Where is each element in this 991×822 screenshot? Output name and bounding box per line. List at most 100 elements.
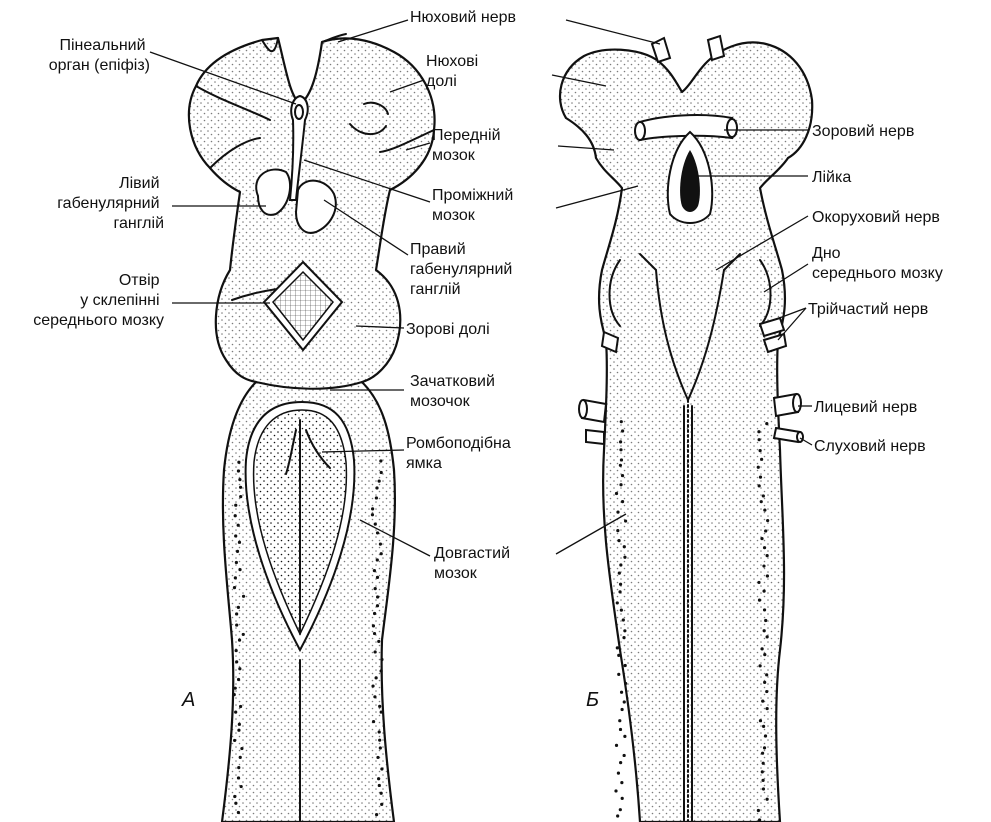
stipple-dot xyxy=(376,531,379,534)
label-optic-lobes: Зорові долі xyxy=(406,321,490,338)
stipple-dot xyxy=(615,744,618,747)
stipple-dot xyxy=(764,529,767,532)
brain-dorsal-view xyxy=(180,30,440,822)
stipple-dot xyxy=(375,676,378,679)
stipple-dot xyxy=(758,484,761,487)
stipple-dot xyxy=(619,483,622,486)
stipple-dot xyxy=(380,767,383,770)
stipple-dot xyxy=(623,700,626,703)
label-infundibulum: Лійка xyxy=(812,169,851,186)
stipple-dot xyxy=(621,797,624,800)
stipple-dot xyxy=(760,458,763,461)
stipple-dot xyxy=(377,777,380,780)
stipple-dot xyxy=(765,690,768,693)
stipple-dot xyxy=(234,802,237,805)
label-right-habenular-ganglion: Правий габенулярний ганглій xyxy=(410,241,517,298)
stipple-dot xyxy=(619,464,622,467)
stipple-dot xyxy=(371,513,374,516)
stipple-dot xyxy=(763,653,766,656)
stipple-dot xyxy=(621,429,624,432)
stipple-dot xyxy=(235,623,238,626)
stipple-dot xyxy=(762,590,765,593)
label-optic-nerve: Зоровий нерв xyxy=(812,123,914,140)
stipple-dot xyxy=(378,739,381,742)
stipple-dot xyxy=(378,784,381,787)
stipple-dot xyxy=(762,725,765,728)
stipple-dot xyxy=(234,514,237,517)
stipple-dot xyxy=(624,519,627,522)
stipple-dot xyxy=(619,728,622,731)
stipple-dot xyxy=(239,756,242,759)
stipple-dot xyxy=(620,458,623,461)
stipple-dot xyxy=(622,636,625,639)
stipple-dot xyxy=(616,601,619,604)
stipple-dot xyxy=(623,629,626,632)
label-rhomboid-fossa: Ромбоподібна ямка xyxy=(406,435,515,472)
label-medulla-oblongata: Довгастий мозок xyxy=(434,545,514,582)
stipple-dot xyxy=(239,495,242,498)
stipple-dot xyxy=(380,803,383,806)
stipple-dot xyxy=(380,710,383,713)
stipple-dot xyxy=(762,494,765,497)
stipple-dot xyxy=(238,568,241,571)
stipple-dot xyxy=(374,650,377,653)
stipple-dot xyxy=(618,719,621,722)
stipple-dot xyxy=(621,500,624,503)
stipple-dot xyxy=(239,705,242,708)
stipple-dot xyxy=(763,746,766,749)
panel-label-b: Б xyxy=(586,689,599,711)
stipple-dot xyxy=(619,563,622,566)
stipple-dot xyxy=(616,814,619,817)
stipple-dot xyxy=(375,486,378,489)
stipple-dot xyxy=(763,546,766,549)
stipple-dot xyxy=(238,541,241,544)
stipple-dot xyxy=(616,511,619,514)
stipple-dot xyxy=(617,654,620,657)
stipple-dot xyxy=(233,739,236,742)
stipple-dot xyxy=(759,719,762,722)
stipple-dot xyxy=(758,664,761,667)
stipple-dot xyxy=(764,734,767,737)
stipple-dot xyxy=(380,658,383,661)
stipple-dot xyxy=(619,448,622,451)
panel-label-a: А xyxy=(181,689,195,711)
stipple-dot xyxy=(374,523,377,526)
stipple-dot xyxy=(765,422,768,425)
stipple-dot xyxy=(623,545,626,548)
stipple-dot xyxy=(373,569,376,572)
label-midbrain-floor: Дно середнього мозку xyxy=(812,245,943,282)
stipple-dot xyxy=(375,496,378,499)
stipple-dot xyxy=(238,723,241,726)
stipple-dot xyxy=(620,420,623,423)
stipple-dot xyxy=(623,735,626,738)
stipple-dot xyxy=(237,811,240,814)
stipple-dot xyxy=(761,700,764,703)
stipple-dot xyxy=(237,766,240,769)
stipple-dot xyxy=(240,785,243,788)
stipple-dot xyxy=(380,471,383,474)
stipple-dot xyxy=(237,729,240,732)
stipple-dot xyxy=(761,779,764,782)
stipple-dot xyxy=(763,608,766,611)
stipple-dot xyxy=(240,747,243,750)
stipple-dot xyxy=(371,684,374,687)
stipple-dot xyxy=(233,795,236,798)
stipple-dot xyxy=(235,660,238,663)
stipple-dot xyxy=(372,624,375,627)
stipple-dot xyxy=(757,581,760,584)
stipple-dot xyxy=(377,640,380,643)
stipple-dot xyxy=(621,474,624,477)
label-facial-nerve: Лицевий нерв xyxy=(814,399,917,416)
stipple-dot xyxy=(373,632,376,635)
label-diencephalon: Проміжний мозок xyxy=(432,187,518,224)
label-trigeminal-nerve: Трійчастий нерв xyxy=(808,301,928,318)
stipple-dot xyxy=(233,693,236,696)
stipple-dot xyxy=(766,798,769,801)
stipple-dot xyxy=(760,500,763,503)
stipple-dot xyxy=(237,678,240,681)
stipple-dot xyxy=(766,635,769,638)
stipple-dot xyxy=(620,691,623,694)
stipple-dot xyxy=(237,461,240,464)
stipple-dot xyxy=(234,534,237,537)
